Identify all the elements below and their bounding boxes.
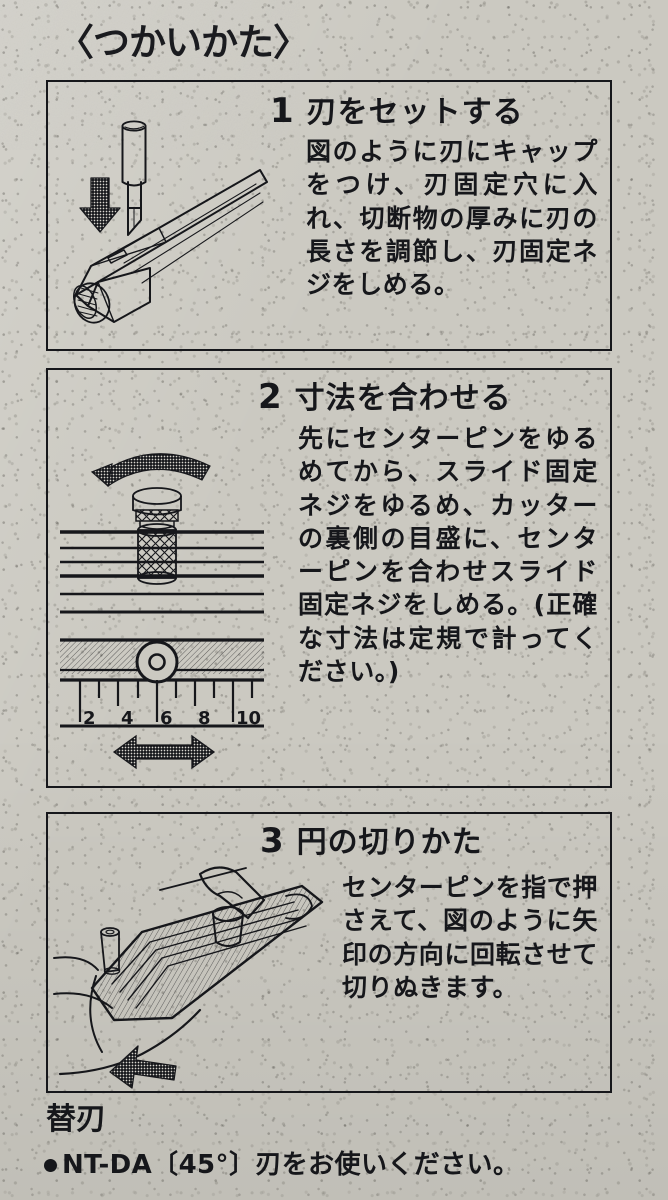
step-3-number: 3 [260, 821, 284, 861]
circle-cutting-diagram [50, 866, 350, 1092]
scale-tick-8: 8 [198, 708, 211, 729]
replacement-blade-note: NT-DA〔45°〕刃をお使いください。 [44, 1152, 519, 1178]
step-frame-3: 3 円の切りかた センターピンを指で押さえて、図のように矢印の方向に回転させて切… [46, 812, 612, 1093]
step-3-title: 円の切りかた [296, 825, 483, 860]
step-1-heading: 1 刃をセットする [270, 94, 524, 128]
step-3-body: センターピンを指で押さえて、図のように矢印の方向に回転させて切りぬきます。 [342, 873, 599, 1002]
step-2-body: 先にセンターピンをゆるめてから、スライド固定ネジをゆるめ、カッターの裏側の目盛に… [298, 424, 598, 686]
bullet-icon [44, 1158, 57, 1172]
replacement-blade-note-text: NT-DA〔45°〕刃をお使いください。 [62, 1150, 520, 1180]
page-title: 〈つかいかた〉 [57, 21, 310, 64]
scale-tick-10: 10 [236, 708, 261, 729]
scale-tick-4: 4 [121, 708, 134, 729]
scale-adjust-diagram: 2 4 6 8 10 [52, 422, 272, 772]
replacement-blade-heading: 替刃 [46, 1102, 106, 1137]
scale-tick-6: 6 [160, 708, 173, 729]
step-1-body: 図のように刃にキャップをつけ、刃固定穴に入れ、切断物の厚みに刃の長さを調節し、刃… [306, 137, 598, 299]
blade-cap-insert-diagram [54, 90, 270, 345]
step-frame-1: 1 刃をセットする 図のように刃にキャップをつけ、刃固定穴に入れ、切断物の厚みに… [46, 80, 612, 351]
step-1-title: 刃をセットする [306, 95, 524, 130]
step-1-number: 1 [270, 91, 294, 131]
step-2-number: 2 [258, 377, 282, 417]
step-2-title: 寸法を合わせる [294, 381, 512, 416]
step-2-heading: 2 寸法を合わせる [258, 380, 512, 414]
scale-tick-2: 2 [83, 708, 96, 729]
step-frame-2: 2 4 6 8 10 2 寸法を合わせる 先にセンターピンをゆるめてから、スライ… [46, 368, 612, 788]
step-3-heading: 3 円の切りかた [260, 824, 483, 858]
